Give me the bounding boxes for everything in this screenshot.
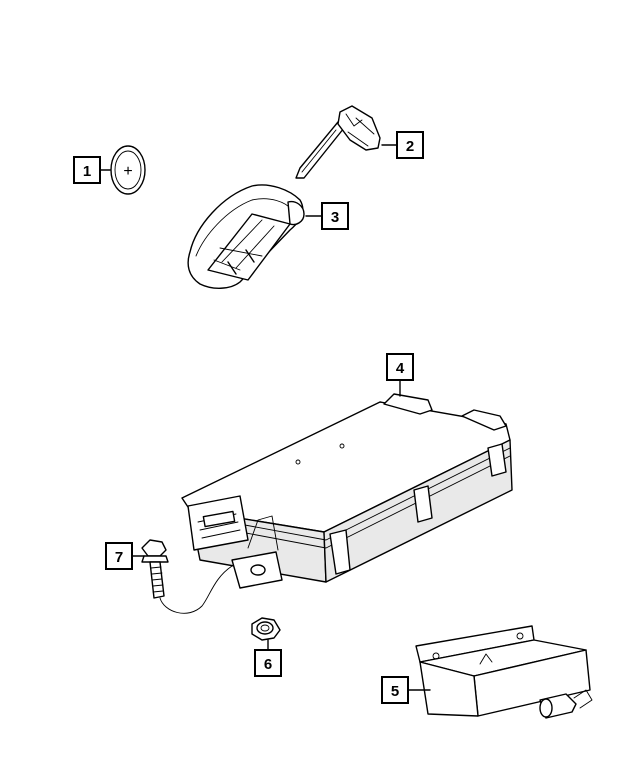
callout-3: 3 [321,202,349,230]
callout-1: 1 [73,156,101,184]
callout-3-label: 3 [331,209,339,226]
callout-1-label: 1 [83,163,91,180]
callout-2: 2 [396,131,424,159]
battery-part: + [110,145,146,195]
receiver-module-part [181,393,513,589]
callout-4: 4 [386,353,414,381]
callout-6: 6 [254,649,282,677]
callout-5-label: 5 [391,683,399,700]
key-fob-part [187,184,305,289]
battery-plus-symbol: + [123,163,132,180]
leader-lines [99,144,431,691]
callout-7-label: 7 [115,549,123,566]
callout-6-label: 6 [264,656,272,673]
nut-part [251,617,281,641]
callout-7: 7 [105,542,133,570]
callout-2-label: 2 [406,138,414,155]
callout-4-label: 4 [396,360,405,377]
mounting-bracket-part [415,625,593,719]
callout-5: 5 [381,676,409,704]
emergency-key-part [295,105,381,179]
bolt-part [141,539,233,614]
